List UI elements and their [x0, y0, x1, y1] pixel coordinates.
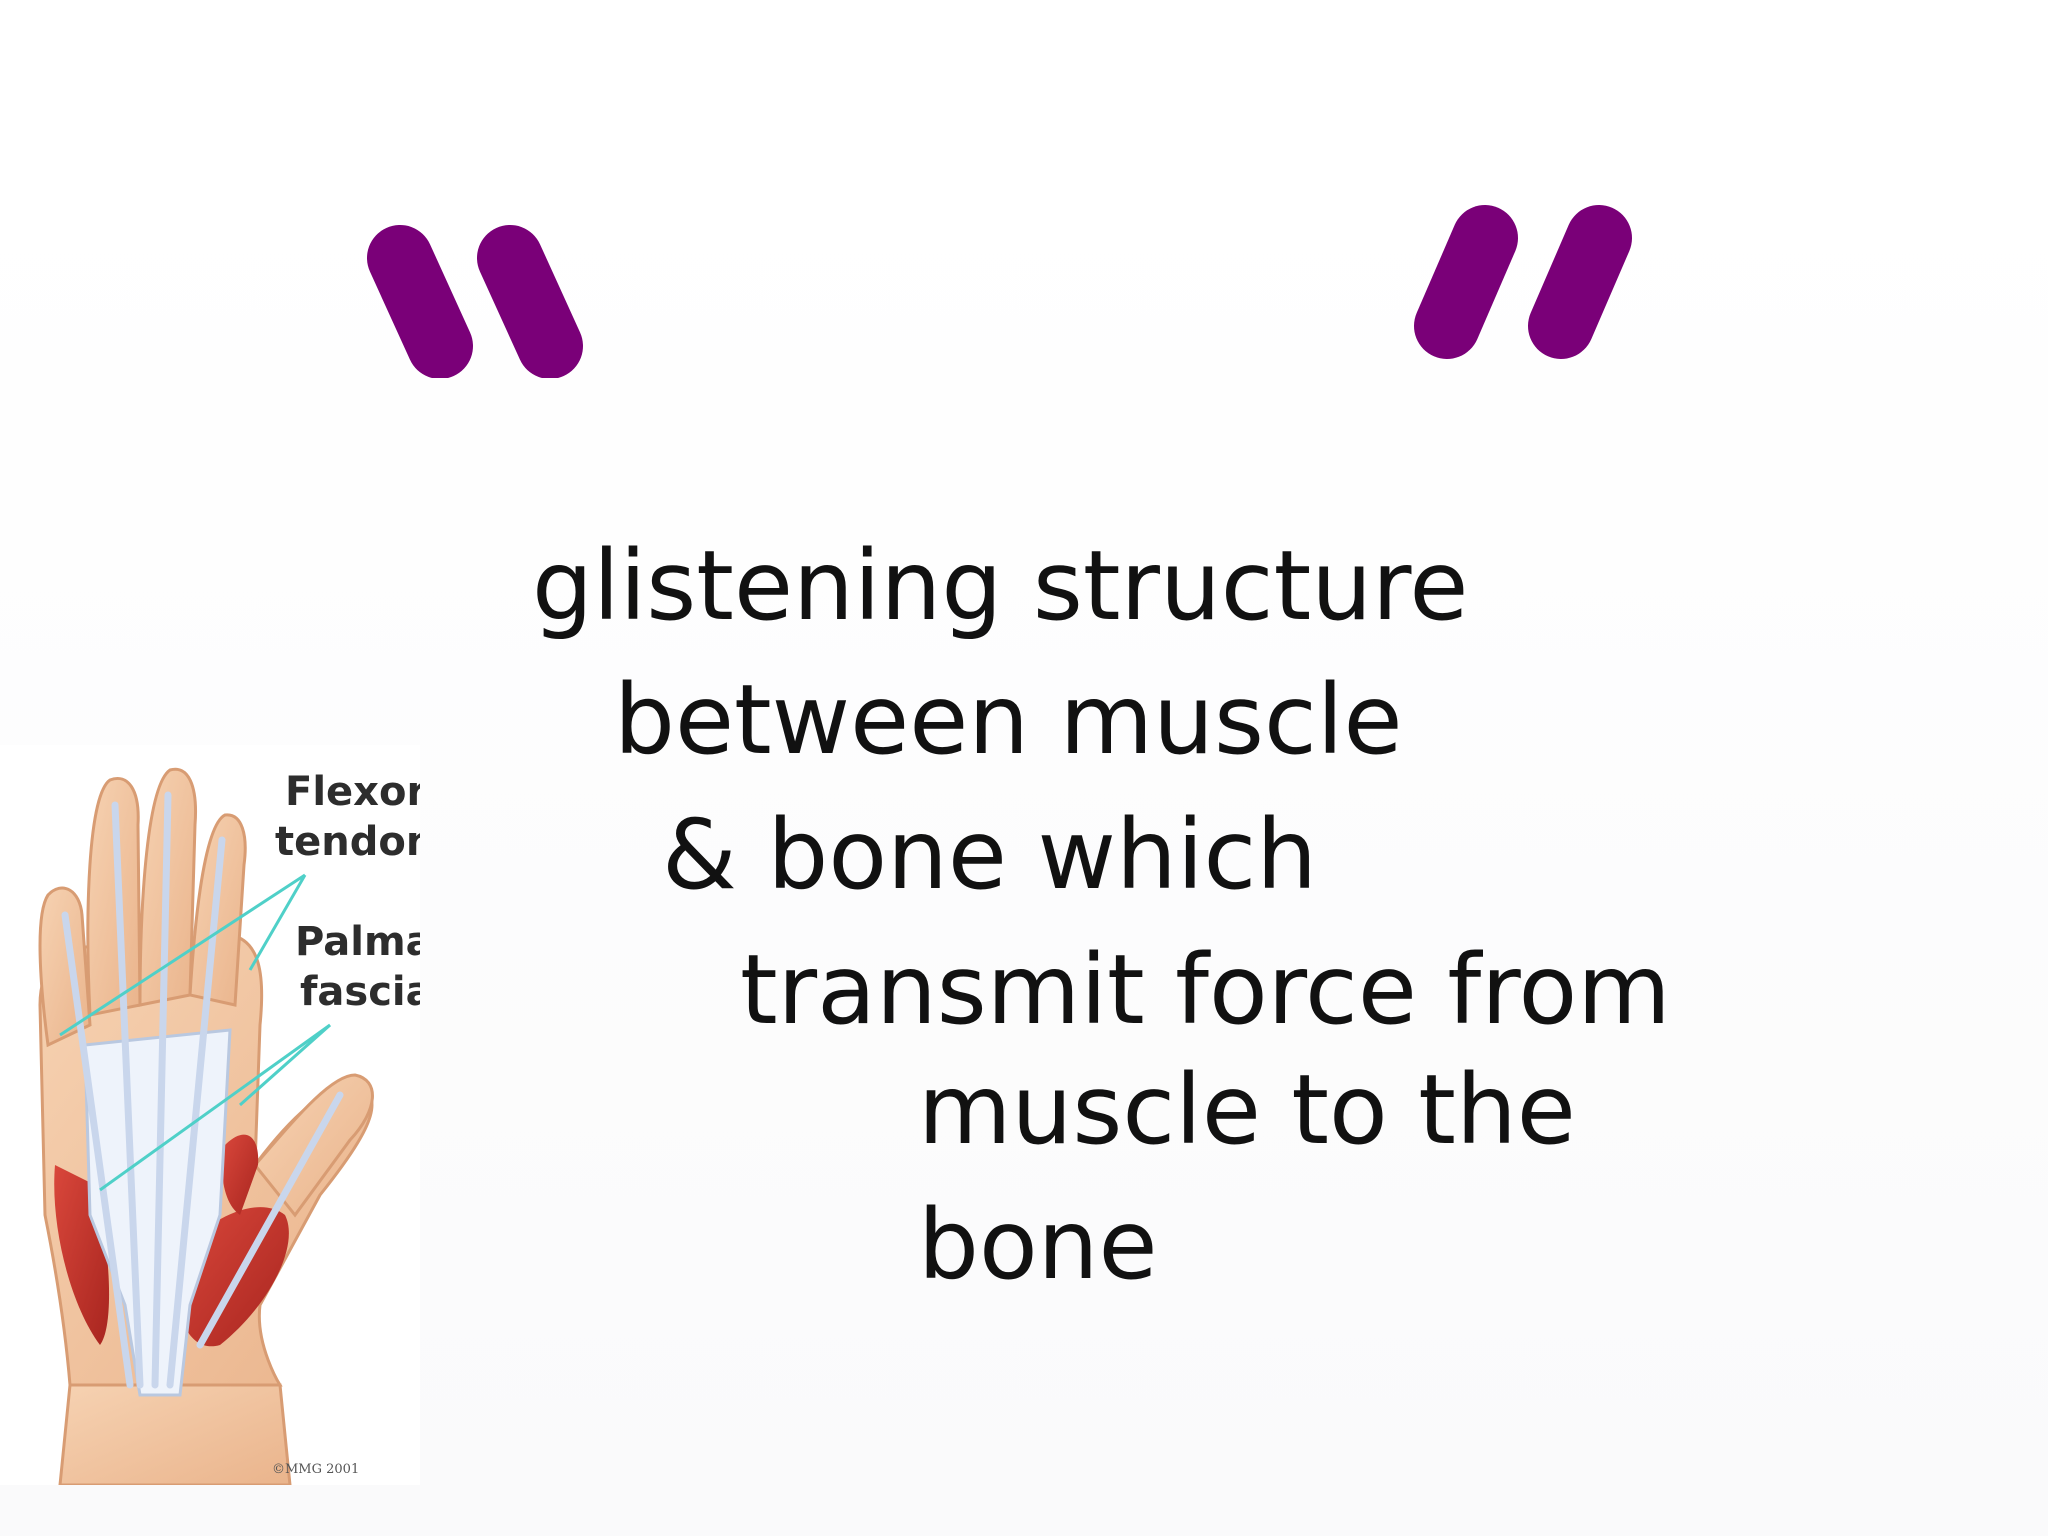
- hand-anatomy-illustration: Flexor tendons Palmar fascia ©MMG 2001: [0, 745, 420, 1485]
- label-palmar-line1: Palmar: [295, 919, 420, 965]
- label-flexor-line2: tendons: [275, 819, 420, 865]
- quote-line-6: bone: [918, 1189, 1158, 1301]
- quote-line-3: & bone which: [662, 799, 1318, 911]
- label-palmar-line2: fascia: [300, 969, 420, 1015]
- illustration-credit: ©MMG 2001: [272, 1462, 359, 1477]
- hand-drawing: Flexor tendons Palmar fascia ©MMG 2001: [0, 745, 420, 1485]
- quote-line-4: transmit force from: [740, 934, 1671, 1046]
- opening-quote-mark: [367, 225, 583, 378]
- quote-line-1: glistening structure: [532, 530, 1469, 642]
- quote-line-5: muscle to the: [918, 1054, 1576, 1166]
- label-flexor-line1: Flexor: [285, 769, 420, 815]
- quote-line-2: between muscle: [614, 664, 1403, 776]
- closing-quote-mark: [1414, 205, 1632, 359]
